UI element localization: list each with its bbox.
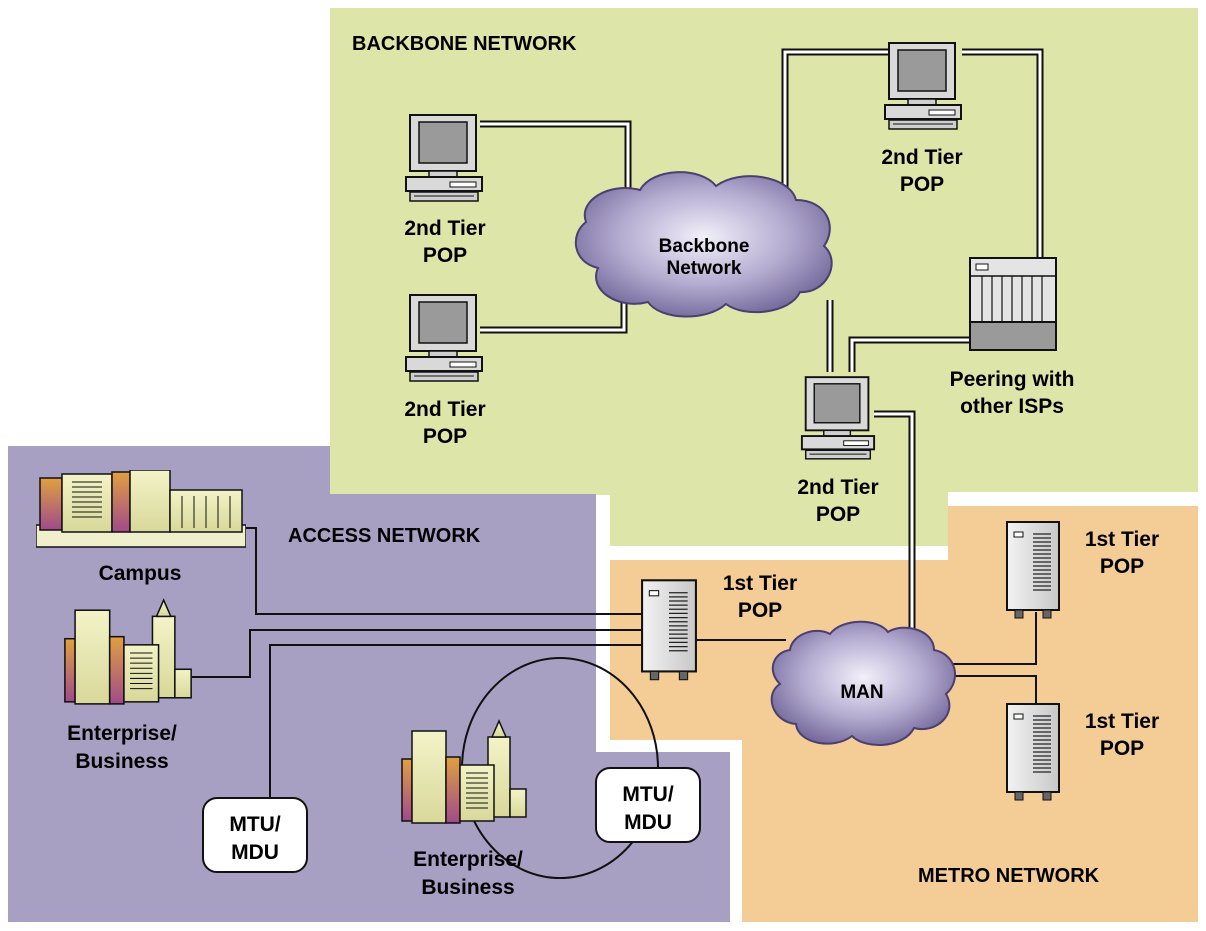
man-cloud-shape — [770, 620, 956, 747]
link-man-pop1-bottom — [950, 675, 1037, 704]
man-cloud-label: MAN — [840, 682, 883, 703]
computer-icon — [404, 293, 484, 383]
mtu-right-label-line2: MDU — [624, 811, 672, 834]
pop2-right-top: 2nd Tier POP — [881, 41, 963, 196]
pop2-left-bottom: 2nd Tier POP — [404, 293, 486, 448]
pop2-left-top: 2nd Tier POP — [404, 113, 486, 267]
pop1-access: 1st Tier POP — [641, 572, 797, 681]
pop2-center: 2nd Tier POP — [797, 376, 879, 526]
enterprise-left: Enterprise/ Business — [64, 599, 192, 773]
pop1-access-label-line1: 1st Tier — [723, 572, 797, 595]
pop1-metro-top-label-line1: 1st Tier — [1085, 528, 1159, 551]
pop2-center-label-line1: 2nd Tier — [797, 476, 878, 499]
link-man-pop1-top — [950, 612, 1037, 665]
backbone-cloud-shape — [574, 171, 833, 318]
link-mtu-left-pop1 — [269, 644, 642, 798]
pop1-metro-top-label-line2: POP — [1100, 555, 1144, 578]
metro-region-title: METRO NETWORK — [918, 865, 1100, 887]
peering-label-line1: Peering with — [950, 368, 1075, 391]
link-pop2-center-man-inner — [874, 412, 914, 666]
pop1-metro-bottom-label-line2: POP — [1100, 737, 1144, 760]
router-rack-icon — [969, 257, 1057, 351]
thin-links — [192, 527, 1037, 879]
peering-router: Peering with other ISPs — [950, 257, 1075, 418]
mtu-left-box — [202, 797, 308, 873]
connections — [480, 48, 1044, 666]
enterprise-bottom: Enterprise/ Business — [401, 720, 527, 899]
link-pop2-center-peering-inner — [850, 338, 970, 372]
enterprise-bottom-label-line2: Business — [421, 876, 514, 899]
link-enterprise-pop1 — [192, 629, 642, 678]
mtu-right-label-line1: MTU/ — [622, 783, 673, 806]
enterprise-bottom-label-line1: Enterprise/ — [413, 848, 523, 871]
pop1-metro-bottom-label-line1: 1st Tier — [1085, 710, 1159, 733]
mtu-left-label-line1: MTU/ — [229, 813, 280, 836]
link-pop2-right-top-peering-inner — [962, 50, 1042, 258]
server-tower-icon — [1005, 702, 1061, 802]
pop1-access-label-line2: POP — [738, 599, 782, 622]
pop1-metro-top: 1st Tier POP — [1005, 520, 1159, 620]
enterprise-left-label-line1: Enterprise/ — [67, 722, 177, 745]
mtu-left: MTU/ MDU — [202, 797, 308, 873]
campus: Campus — [36, 470, 246, 585]
computer-icon — [800, 376, 876, 460]
enterprise-left-label-line2: Business — [75, 750, 168, 773]
backbone-cloud-label-line1: Backbone — [659, 236, 750, 257]
computer-icon — [404, 113, 484, 203]
access-region-fill — [8, 446, 730, 922]
pop2-left-bottom-label-line2: POP — [423, 425, 467, 448]
peering-label-line2: other ISPs — [960, 395, 1064, 418]
pop2-left-top-label-line1: 2nd Tier — [404, 217, 485, 240]
server-tower-icon — [1005, 520, 1061, 620]
link-backbone-pop2-right-top-inner — [783, 50, 888, 196]
link-campus-pop1 — [240, 527, 642, 615]
mtu-right: MTU/ MDU — [595, 767, 701, 843]
computer-icon — [883, 41, 963, 131]
server-tower-icon — [641, 579, 697, 681]
pop2-right-top-label-line2: POP — [900, 173, 944, 196]
access-region-title: ACCESS NETWORK — [288, 525, 481, 547]
man-cloud: MAN — [770, 620, 956, 747]
mtu-left-label-line2: MDU — [231, 841, 279, 864]
pop2-center-label-line2: POP — [816, 503, 860, 526]
pop1-metro-bottom: 1st Tier POP — [1005, 702, 1159, 802]
pop2-left-bottom-label-line1: 2nd Tier — [404, 398, 485, 421]
pop2-left-top-label-line2: POP — [423, 244, 467, 267]
access-region — [8, 446, 730, 922]
pop2-right-top-label-line1: 2nd Tier — [881, 146, 962, 169]
backbone-cloud-label-line2: Network — [667, 258, 742, 279]
campus-label: Campus — [99, 562, 182, 585]
backbone-cloud: Backbone Network — [574, 171, 833, 318]
mtu-right-box — [595, 767, 701, 843]
backbone-region-title: BACKBONE NETWORK — [352, 33, 577, 55]
